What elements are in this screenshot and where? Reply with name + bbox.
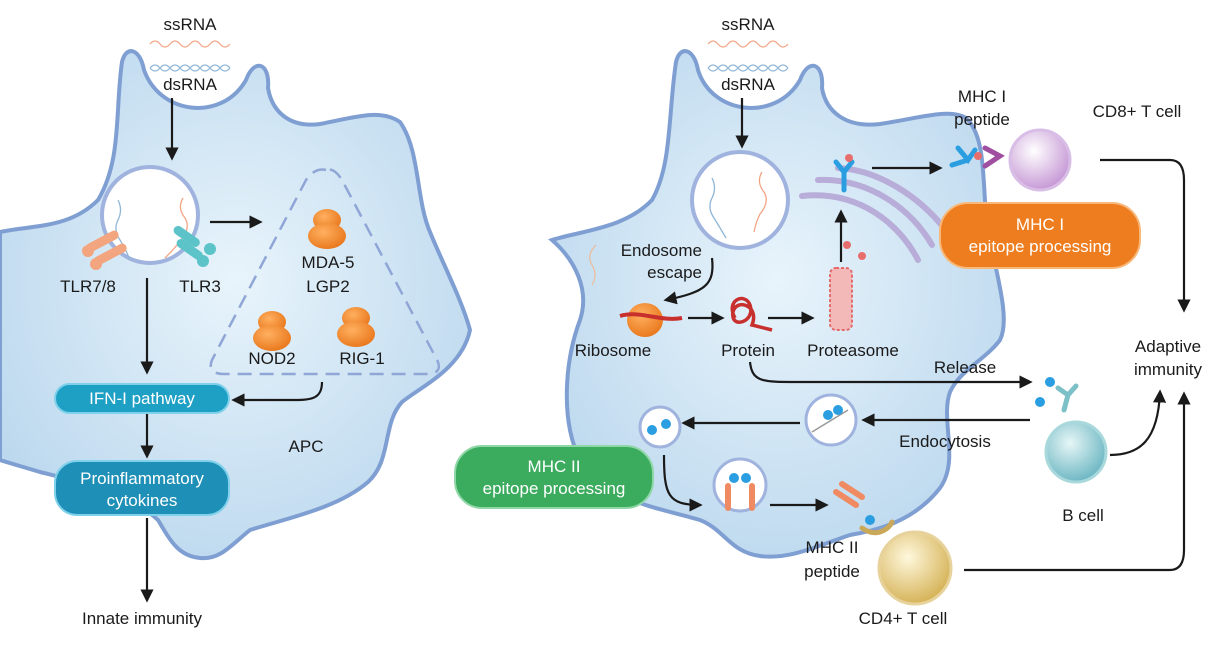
ifn-pathway-badge: IFN-I pathway (54, 383, 230, 414)
mhc1-molecule-icon (833, 154, 855, 193)
endosome-escape-label-1: Endosome (621, 241, 702, 260)
cytosolic-sensor-region (209, 168, 440, 376)
dsrna-label: dsRNA (721, 75, 776, 94)
mhc2-peptide-label-2: peptide (804, 562, 860, 581)
mda5-label: MDA-5 (302, 253, 355, 272)
mhc1-tcr-complex-icon (949, 145, 1005, 169)
ribosome-icon (589, 244, 683, 337)
cytokines-label-1: Proinflammatory (80, 469, 204, 488)
ribosome-label: Ribosome (575, 341, 652, 360)
b-cell-label: B cell (1062, 506, 1104, 525)
dsrna-strand-icon (707, 64, 789, 72)
apc-cell-left: IFN-I pathway Proinflammatory cytokines … (0, 15, 473, 628)
endolysosome-vesicle-icon (638, 405, 682, 449)
lgp2-label: LGP2 (306, 277, 349, 296)
cytokines-badge: Proinflammatory cytokines (54, 460, 230, 516)
tlr3-label: TLR3 (179, 277, 221, 296)
endocytic-vesicle-icon (804, 393, 858, 447)
mhc2-processing-badge: MHC II epitope processing (454, 445, 654, 509)
b-cell-receptor-icon (1035, 377, 1079, 413)
mda5-sensor-icon (308, 209, 346, 249)
mhc2-tcr-complex-icon (833, 481, 895, 536)
nod2-sensor-icon (253, 311, 291, 351)
proteasome-label: Proteasome (807, 341, 899, 360)
mhc2-loading-vesicle-icon (712, 457, 768, 513)
ifn-pathway-label: IFN-I pathway (89, 389, 195, 408)
rig1-sensor-icon (337, 307, 375, 347)
mhc1-processing-badge: MHC I epitope processing (939, 202, 1141, 269)
protein-icon (730, 296, 773, 332)
cd8-t-cell-icon (1008, 128, 1072, 192)
adaptive-immunity-label-1: Adaptive (1135, 337, 1201, 356)
nod2-label: NOD2 (248, 349, 295, 368)
dsrna-label: dsRNA (163, 75, 218, 94)
b-cell-icon (1044, 420, 1108, 484)
mhc2-peptide-label-1: MHC II (806, 538, 859, 557)
apc-label: APC (289, 437, 324, 456)
endosome (100, 165, 200, 265)
ssrna-label: ssRNA (722, 15, 776, 34)
endosome (690, 150, 790, 250)
ssrna-strand-icon (149, 40, 231, 48)
mhc1-peptide-label-1: MHC I (958, 87, 1006, 106)
proteasome-icon (829, 241, 866, 331)
rig1-label: RIG-1 (339, 349, 384, 368)
tlr3-receptor-icon (173, 225, 216, 267)
tlr78-receptor-icon (82, 230, 127, 270)
innate-immunity-label: Innate immunity (82, 609, 202, 628)
cd4-t-cell-label: CD4+ T cell (859, 609, 948, 628)
mhc2-processing-label-2: epitope processing (483, 479, 626, 498)
tlr78-label: TLR7/8 (60, 277, 116, 296)
mhc2-processing-label-1: MHC II (528, 457, 581, 476)
golgi-er-icon (799, 165, 947, 263)
adaptive-immunity-label-2: immunity (1134, 360, 1203, 379)
release-label: Release (934, 358, 996, 377)
mhc1-processing-label-2: epitope processing (969, 237, 1112, 256)
cd4-t-cell-icon (877, 530, 953, 606)
apc-cell-right: MHC I epitope processing MHC II epitope … (454, 15, 1203, 628)
endocytosis-label: Endocytosis (899, 432, 991, 451)
cd8-t-cell-label: CD8+ T cell (1093, 102, 1182, 121)
mhc1-processing-label-1: MHC I (1016, 215, 1064, 234)
mhc1-peptide-label-2: peptide (954, 110, 1010, 129)
cytokines-label-2: cytokines (107, 491, 178, 510)
endosome-escape-label-2: escape (647, 263, 702, 282)
dsrna-strand-icon (149, 64, 231, 72)
ssrna-label: ssRNA (164, 15, 218, 34)
ssrna-strand-icon (707, 40, 789, 48)
protein-label: Protein (721, 341, 775, 360)
